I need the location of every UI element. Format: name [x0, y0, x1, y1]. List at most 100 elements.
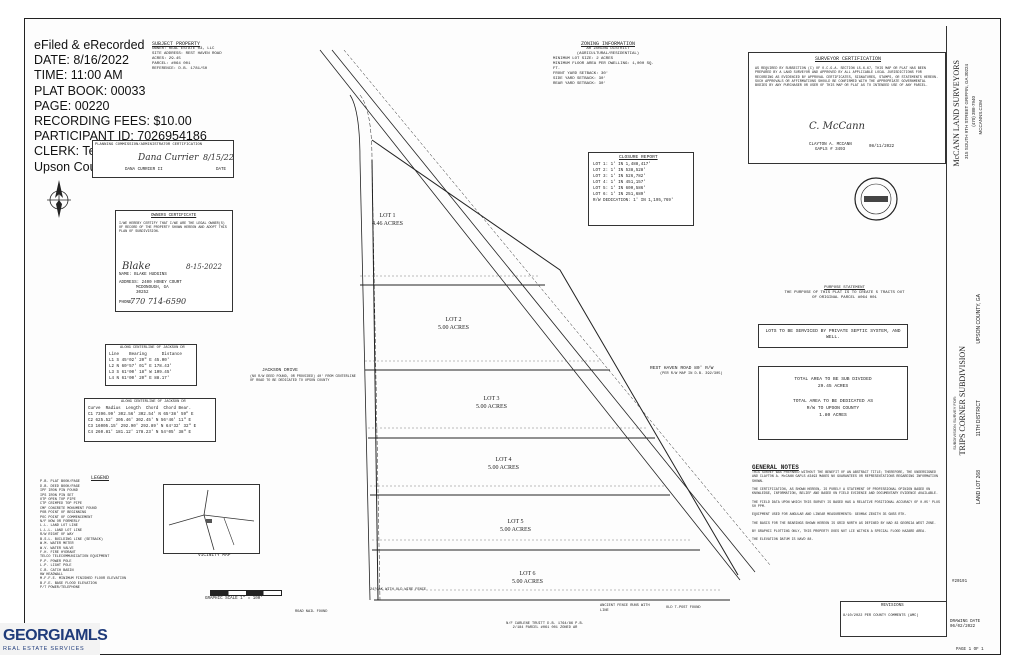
lot-acres: 5.00 ACRES	[500, 527, 532, 533]
stamp-line: PAGE: 00220	[34, 98, 110, 113]
zoning-line: MINIMUM FLOOR AREA PER DWELLING: 1,000 S…	[553, 62, 654, 71]
plat-drawing	[319, 49, 771, 601]
graphic-scale-bar	[210, 590, 282, 596]
closure-line: LOT 2: 1' IN 538,528'	[593, 169, 646, 173]
table-row: L1 S 45°02' 20" E 45.00'	[109, 359, 170, 363]
surveyor-date: 08/11/2022	[869, 145, 895, 149]
commission-date-label: DATE	[216, 168, 227, 172]
general-notes-title: GENERAL NOTES	[752, 464, 799, 471]
company-name: McCANN LAND SURVEYORS	[952, 60, 961, 167]
legend-item: IPS IRON PIN SET	[40, 493, 74, 498]
surveyor-title: SURVEYOR CERTIFICATION	[815, 56, 882, 62]
legend-item: CTP CRIMPED TOP PIPE	[40, 502, 83, 507]
georgiamls-watermark: GEORGIAMLS REAL ESTATE SERVICES	[0, 623, 108, 655]
stamp-line: eFiled & eRecorded	[34, 38, 145, 52]
owner-address: ADDRESS: 2400 HONEY COURT	[119, 281, 182, 285]
commission-name: DANA CURRIER II	[125, 168, 163, 172]
watermark-sub: REAL ESTATE SERVICES	[3, 646, 85, 652]
rest-haven-road-label: REST HAVEN ROAD 80' R/W	[650, 366, 714, 371]
legend-item: W.V. WATER VALVE	[40, 546, 74, 551]
commission-title: PLANNING COMMISSION/ADMINISTRATOR CERTIF…	[95, 143, 203, 147]
owner-zip: 30252	[136, 291, 149, 295]
legend-item: F.H. FIRE HYDRANT	[40, 550, 76, 555]
stamp-line: PLAT BOOK: 00033	[34, 83, 146, 98]
rest-haven-road-note: (PER R/W MAP IN D.B. 392/305)	[660, 372, 723, 376]
sheet-number: PAGE 1 OF 1	[956, 648, 984, 652]
zoning-info: ZONING INFORMATION AR ZONING DISTRICT (A…	[553, 42, 663, 87]
commission-certification: PLANNING COMMISSION/ADMINISTRATOR CERTIF…	[92, 140, 234, 178]
graphic-scale-label: GRAPHIC SCALE 1" = 100'	[205, 597, 263, 601]
owner-name: NAME: BLAKE HUDGINS	[119, 273, 167, 277]
table-row: C1 7396.99' 302.56' 302.54' N 65°38' 59"…	[88, 413, 194, 417]
legend-item: W.M. WATER METER	[40, 542, 74, 547]
subject-line: PARCEL: #064 001	[152, 62, 191, 66]
surveyor-name: CLAYTON A. MCCANN	[809, 143, 852, 147]
purpose-statement: PURPOSE STATEMENT THE PURPOSE OF THIS PL…	[782, 286, 907, 301]
table-row: C2 625.52' 305.46' 302.45' N 56°46' 11" …	[88, 419, 192, 423]
surveyor-certification: SURVEYOR CERTIFICATION AS REQUIRED BY SU…	[748, 52, 946, 164]
revisions-box: REVISIONS 8/10/2022 PER COUNTY COMMENTS …	[840, 601, 947, 637]
legend-title: LEGEND	[90, 475, 109, 481]
septic-note: LOTS TO BE SERVICED BY PRIVATE SEPTIC SY…	[765, 329, 901, 340]
job-number: #20191	[952, 580, 968, 584]
lot-name: LOT 6	[519, 571, 536, 577]
table-row: C3 16005.15' 292.90' 292.89' N 64°32' 32…	[88, 425, 197, 429]
adjoiner-label: N/F CARLENE TRUITT D.B. 1764/86 P.B. 2/1…	[506, 622, 584, 631]
zoning-line: (AGRICULTURAL/RESIDENTIAL)	[576, 52, 640, 56]
owners-certificate: OWNERS CERTIFICATE I/WE HEREBY CERTIFY T…	[115, 210, 233, 312]
closure-title: CLOSURE REPORT	[619, 155, 658, 160]
zoning-line: AR ZONING DISTRICT	[586, 47, 630, 51]
lot-boundary-west	[371, 159, 379, 601]
closure-line: R/W DEDICATION: 1' IN 1,195,769'	[593, 199, 674, 203]
table-row: L3 S 61°00' 18" W 109.45'	[109, 371, 172, 375]
lot-5-label: LOT 5 5.00 ACRES	[500, 518, 531, 534]
jackson-drive-note: (NO R/W DEED FOUND, OR PROVIDED) 40' FRO…	[250, 375, 356, 384]
curve-table-header: Curve Radius Length Chord Chord Bear.	[88, 407, 192, 411]
zoning-line: MINIMUM LOT SIZE: 2 ACRES	[553, 57, 614, 61]
closure-line: LOT 5: 1' IN 600,586'	[593, 187, 646, 191]
project-name: TRIPS CORNER SUBDIVISION	[958, 346, 967, 456]
legend-item: L.L. LAND LOT LINE	[40, 524, 78, 529]
line-table-header: Line Bearing Distance	[109, 353, 182, 357]
legend-item: C.B. CATCH BASIN	[40, 568, 74, 573]
legend-item: M.F.F.E. MINIMUM FINISHED FLOOR ELEVATIO…	[40, 577, 127, 582]
area-line: R/W TO UPSON COUNTY	[806, 406, 860, 411]
fence-label: ANCIENT FENCE RUNS WITH LINE	[600, 604, 650, 613]
legend-item: OTP OPEN TOP PIPE	[40, 498, 76, 503]
closure-line: LOT 4: 1' IN 451,157'	[593, 181, 646, 185]
company-phone: (470) 388-7940	[971, 96, 976, 127]
legend-item: P.B. PLAT BOOK/PAGE	[40, 480, 80, 485]
lot-acres: 5.00 ACRES	[476, 404, 508, 410]
surveyor-seal-icon	[854, 177, 898, 221]
project-county: UPSON COUNTY, GA	[976, 294, 982, 344]
closure-line: LOT 6: 1' IN 251,689'	[593, 193, 646, 197]
zoning-line: FRONT YARD SETBACK: 30'	[553, 72, 609, 76]
owners-text: I/WE HEREBY CERTIFY THAT I/WE ARE THE LE…	[119, 222, 227, 235]
area-line: TOTAL AREA TO BE DEDICATED AS	[793, 399, 873, 404]
north-arrow-icon	[47, 180, 71, 218]
zoning-title: ZONING INFORMATION	[580, 41, 635, 47]
surveyor-reg: GAPLS # 3493	[815, 148, 846, 152]
watermark-brand: GEORGIAMLS	[3, 627, 108, 644]
legend-item: B.S.L. BUILDING LINE (SETBACK)	[40, 537, 104, 542]
curve-table-title: ALONG CENTERLINE OF JACKSON DR	[121, 400, 186, 404]
legend-item: POC POINT OF COMMENCEMENT	[40, 515, 93, 520]
rest-haven-road-edge	[331, 49, 756, 573]
lot-acres: 5.00 ACRES	[438, 325, 470, 331]
closure-line: LOT 1: 1' IN 1,488,417'	[593, 163, 651, 167]
subject-line: SITE ADDRESS: REST HAVEN ROAD	[152, 52, 222, 56]
lot-boundary-east	[371, 139, 739, 576]
purpose-text: THE PURPOSE OF THIS PLAT IS TO CREATE 5 …	[784, 291, 905, 300]
purpose-title: PURPOSE STATEMENT	[824, 286, 865, 290]
legend-item: HW HEADWALL	[40, 572, 64, 577]
subject-property: SUBJECT PROPERTY OWNER: REAL ESTATE 03, …	[152, 42, 282, 72]
commission-date: 8/15/22	[203, 153, 234, 162]
legend-item: POB POINT OF BEGINNING	[40, 511, 87, 516]
lot-name: LOT 5	[507, 519, 524, 525]
vicinity-map-label: VICINITY MAP	[198, 553, 231, 558]
subject-line: ACRES: 29.45	[152, 57, 181, 61]
